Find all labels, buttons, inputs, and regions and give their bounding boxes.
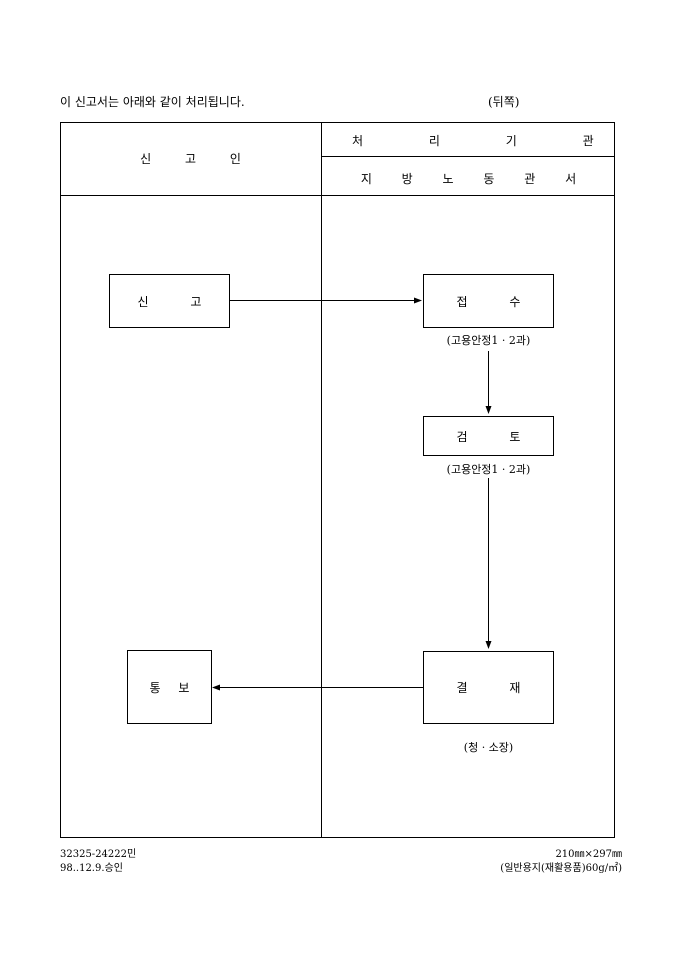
report-box: 신 고 [109, 274, 230, 328]
header-processor-text: 처 리 기 관 [352, 134, 594, 148]
header-divider [321, 156, 615, 157]
table-right-border [614, 122, 615, 838]
form-code: 32325-24222민 [60, 849, 137, 860]
footer-left: 32325-24222민 98..12.9.승인 [60, 848, 136, 876]
arrowhead-down-1 [485, 406, 492, 414]
paper-size: 210㎜×297㎜ [555, 849, 622, 860]
header-processor: 처 리 기 관 [352, 132, 594, 149]
footer-right: 210㎜×297㎜ (일반용지(재활용품)60g/㎡) [500, 848, 622, 876]
arrowhead-left [212, 684, 220, 691]
receipt-box: 접 수 [423, 274, 554, 328]
header-applicant: 신 고 인 [140, 152, 241, 166]
table-top-border [60, 122, 615, 123]
review-dept: (고용안정1 · 2과) [446, 463, 531, 476]
paper-type: (일반용지(재활용품)60g/㎡) [500, 863, 622, 874]
table-left-border [60, 122, 61, 838]
approval-date: 98..12.9.승인 [60, 863, 123, 874]
arrowhead-down-2 [485, 641, 492, 649]
table-bottom-border [60, 837, 615, 838]
column-divider [321, 122, 322, 838]
header-office: 지 방 노 동 관 서 [360, 172, 577, 186]
receipt-dept: (고용안정1 · 2과) [446, 334, 531, 347]
arrowhead-right [414, 297, 422, 304]
notify-box: 통 보 [127, 650, 212, 724]
approval-box: 결 재 [423, 651, 554, 724]
processing-notice: 이 신고서는 아래와 같이 처리됩니다. [60, 95, 245, 109]
approval-by: (청 · 소장) [463, 741, 514, 754]
header-bottom-border [60, 195, 615, 196]
back-side-label: (뒤쪽) [488, 95, 520, 109]
review-box: 검 토 [423, 416, 554, 456]
